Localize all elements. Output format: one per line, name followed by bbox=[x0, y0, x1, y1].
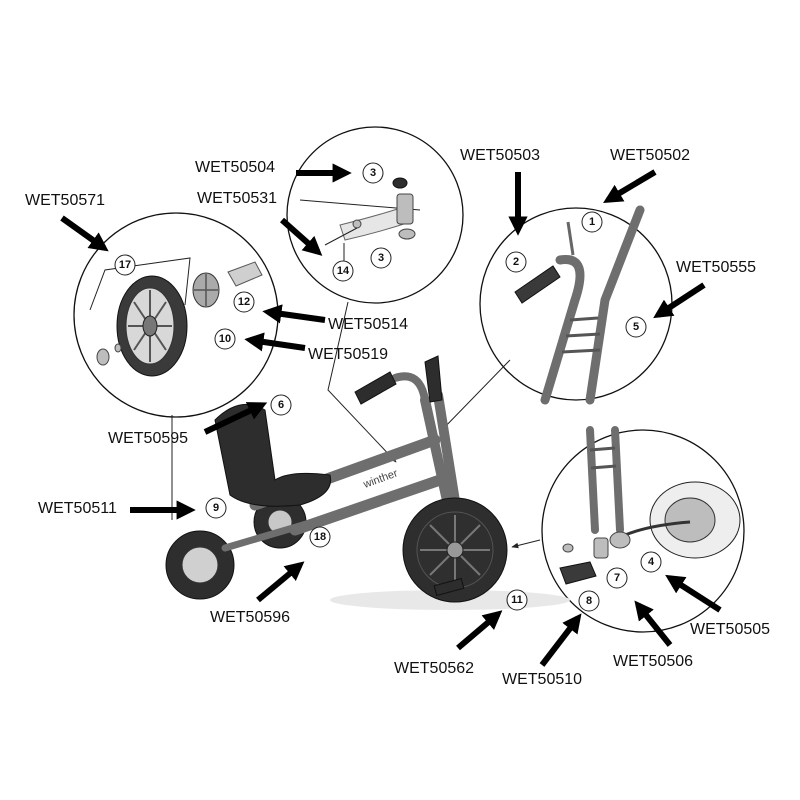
callout-8: 8 bbox=[578, 590, 600, 612]
label-wet50504: WET50504 bbox=[195, 159, 275, 176]
leader-handlebar bbox=[439, 359, 511, 433]
svg-text:11: 11 bbox=[511, 594, 523, 606]
svg-text:14: 14 bbox=[337, 265, 350, 277]
detail-circle-seat-post bbox=[286, 126, 464, 304]
detail-circle-pedal bbox=[541, 426, 745, 633]
svg-text:6: 6 bbox=[278, 399, 284, 411]
svg-text:8: 8 bbox=[586, 595, 592, 607]
svg-text:10: 10 bbox=[219, 333, 231, 345]
detail-circle-rear-wheel bbox=[73, 212, 279, 418]
label-wet50503: WET50503 bbox=[460, 147, 540, 164]
label-wet50596: WET50596 bbox=[210, 609, 290, 626]
svg-text:3: 3 bbox=[370, 167, 376, 179]
arrow-wet50555 bbox=[653, 282, 706, 319]
part-code-labels: WET50504 WET50531 WET50571 WET50514 WET5… bbox=[25, 147, 770, 688]
svg-text:5: 5 bbox=[633, 321, 639, 333]
svg-text:7: 7 bbox=[614, 572, 620, 584]
label-wet50514: WET50514 bbox=[328, 316, 408, 333]
svg-text:17: 17 bbox=[119, 259, 131, 271]
callout-17: 17 bbox=[114, 254, 136, 276]
arrow-wet50531 bbox=[280, 217, 323, 256]
callout-1: 1 bbox=[581, 211, 603, 233]
frame-brand-text: winther bbox=[361, 467, 400, 491]
arrow-wet50562 bbox=[456, 610, 503, 651]
callout-3-bottom: 3 bbox=[370, 247, 392, 269]
arrow-wet50596 bbox=[256, 561, 305, 603]
arrow-wet50519 bbox=[244, 332, 306, 352]
leader-pedal bbox=[511, 539, 541, 549]
callout-6: 6 bbox=[270, 394, 292, 416]
callout-numbers: 3 14 3 17 12 10 1 2 5 6 9 18 11 4 7 8 bbox=[114, 162, 662, 612]
label-wet50571: WET50571 bbox=[25, 192, 105, 209]
svg-text:1: 1 bbox=[589, 216, 595, 228]
label-wet50511: WET50511 bbox=[38, 500, 117, 517]
tricycle-illustration: winther bbox=[165, 355, 570, 610]
label-wet50519: WET50519 bbox=[308, 346, 388, 363]
callout-11: 11 bbox=[506, 589, 528, 611]
label-wet50595: WET50595 bbox=[108, 430, 188, 447]
svg-text:12: 12 bbox=[238, 296, 250, 308]
callout-4: 4 bbox=[640, 551, 662, 573]
callout-14: 14 bbox=[332, 260, 354, 282]
arrow-wet50505 bbox=[665, 574, 722, 613]
label-wet50555: WET50555 bbox=[676, 259, 756, 276]
callout-18: 18 bbox=[309, 526, 331, 548]
svg-text:9: 9 bbox=[213, 502, 219, 514]
callout-9: 9 bbox=[205, 497, 227, 519]
label-wet50505: WET50505 bbox=[690, 621, 770, 638]
callout-10: 10 bbox=[214, 328, 236, 350]
callout-12: 12 bbox=[233, 291, 255, 313]
leader-seat-post bbox=[327, 301, 397, 463]
arrow-wet50502 bbox=[603, 169, 657, 203]
arrow-wet50506 bbox=[634, 600, 673, 647]
arrow-wet50595 bbox=[203, 402, 268, 435]
callout-2: 2 bbox=[505, 251, 527, 273]
arrow-wet50510 bbox=[539, 613, 582, 667]
detail-circle-handlebar bbox=[479, 205, 673, 405]
svg-text:3: 3 bbox=[378, 252, 384, 264]
label-wet50510: WET50510 bbox=[502, 671, 582, 688]
callout-7: 7 bbox=[606, 567, 628, 589]
label-wet50562: WET50562 bbox=[394, 660, 474, 677]
label-wet50502: WET50502 bbox=[610, 147, 690, 164]
arrow-wet50571 bbox=[60, 215, 109, 252]
callout-5: 5 bbox=[625, 316, 647, 338]
callout-3-top: 3 bbox=[362, 162, 384, 184]
arrow-wet50514 bbox=[262, 304, 326, 324]
arrows bbox=[60, 163, 722, 667]
svg-text:2: 2 bbox=[513, 256, 519, 268]
label-wet50531: WET50531 bbox=[197, 190, 277, 207]
label-wet50506: WET50506 bbox=[613, 653, 693, 670]
svg-text:4: 4 bbox=[648, 556, 655, 568]
svg-text:18: 18 bbox=[314, 531, 326, 543]
